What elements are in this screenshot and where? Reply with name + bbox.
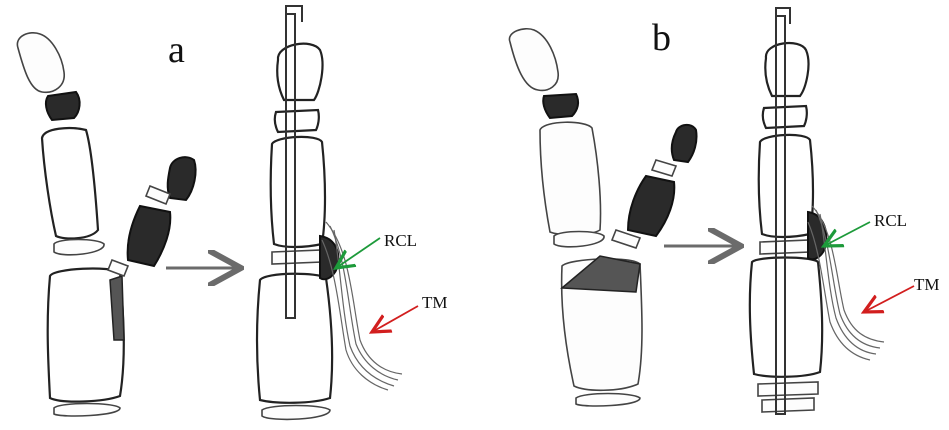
joint-disc-upper <box>554 232 604 247</box>
panel-a: a <box>17 6 447 419</box>
distal-phalanx <box>765 43 808 96</box>
rcl-arrow <box>824 222 870 246</box>
joint-disc <box>272 250 322 264</box>
distal-phalanx <box>17 33 64 93</box>
panel-a-deviated-digit <box>108 157 196 276</box>
proximal-phalanx <box>42 128 98 238</box>
distal-phalanx <box>509 29 558 91</box>
panel-a-letter: a <box>168 29 185 71</box>
deviated-distal <box>672 125 697 162</box>
panel-b-finger-after <box>750 8 884 414</box>
proximal-phalanx <box>540 122 601 235</box>
deviated-distal <box>168 157 196 200</box>
deviated-disc-1 <box>146 186 170 204</box>
base-disc-2 <box>762 398 814 412</box>
rcl-label: RCL <box>874 211 907 230</box>
deviated-middle <box>128 206 171 266</box>
tm-arrow <box>372 306 418 332</box>
tm-label: TM <box>914 275 940 294</box>
base-disc <box>262 406 330 420</box>
deviated-disc-2 <box>612 230 640 248</box>
panel-b-deviated-digit <box>612 125 697 248</box>
middle-phalanx <box>275 110 319 132</box>
deviated-middle <box>628 176 674 236</box>
panel-a-finger-after <box>257 6 402 419</box>
middle-phalanx-small <box>46 92 80 120</box>
tm-label: TM <box>422 293 448 312</box>
joint-disc-upper <box>54 240 104 255</box>
panel-b: b <box>509 8 939 414</box>
distal-phalanx <box>277 44 322 100</box>
base-disc <box>576 394 640 407</box>
base-disc-1 <box>758 382 818 396</box>
middle-phalanx-small <box>543 94 578 118</box>
panel-a-finger-before <box>17 33 124 416</box>
panel-b-letter: b <box>652 17 671 59</box>
base-disc <box>54 404 120 417</box>
panel-b-finger-before <box>509 29 642 406</box>
proximal-phalanx <box>271 137 325 247</box>
tm-arrow <box>864 286 914 312</box>
deviated-disc-1 <box>652 160 676 176</box>
rcl-label: RCL <box>384 231 417 250</box>
